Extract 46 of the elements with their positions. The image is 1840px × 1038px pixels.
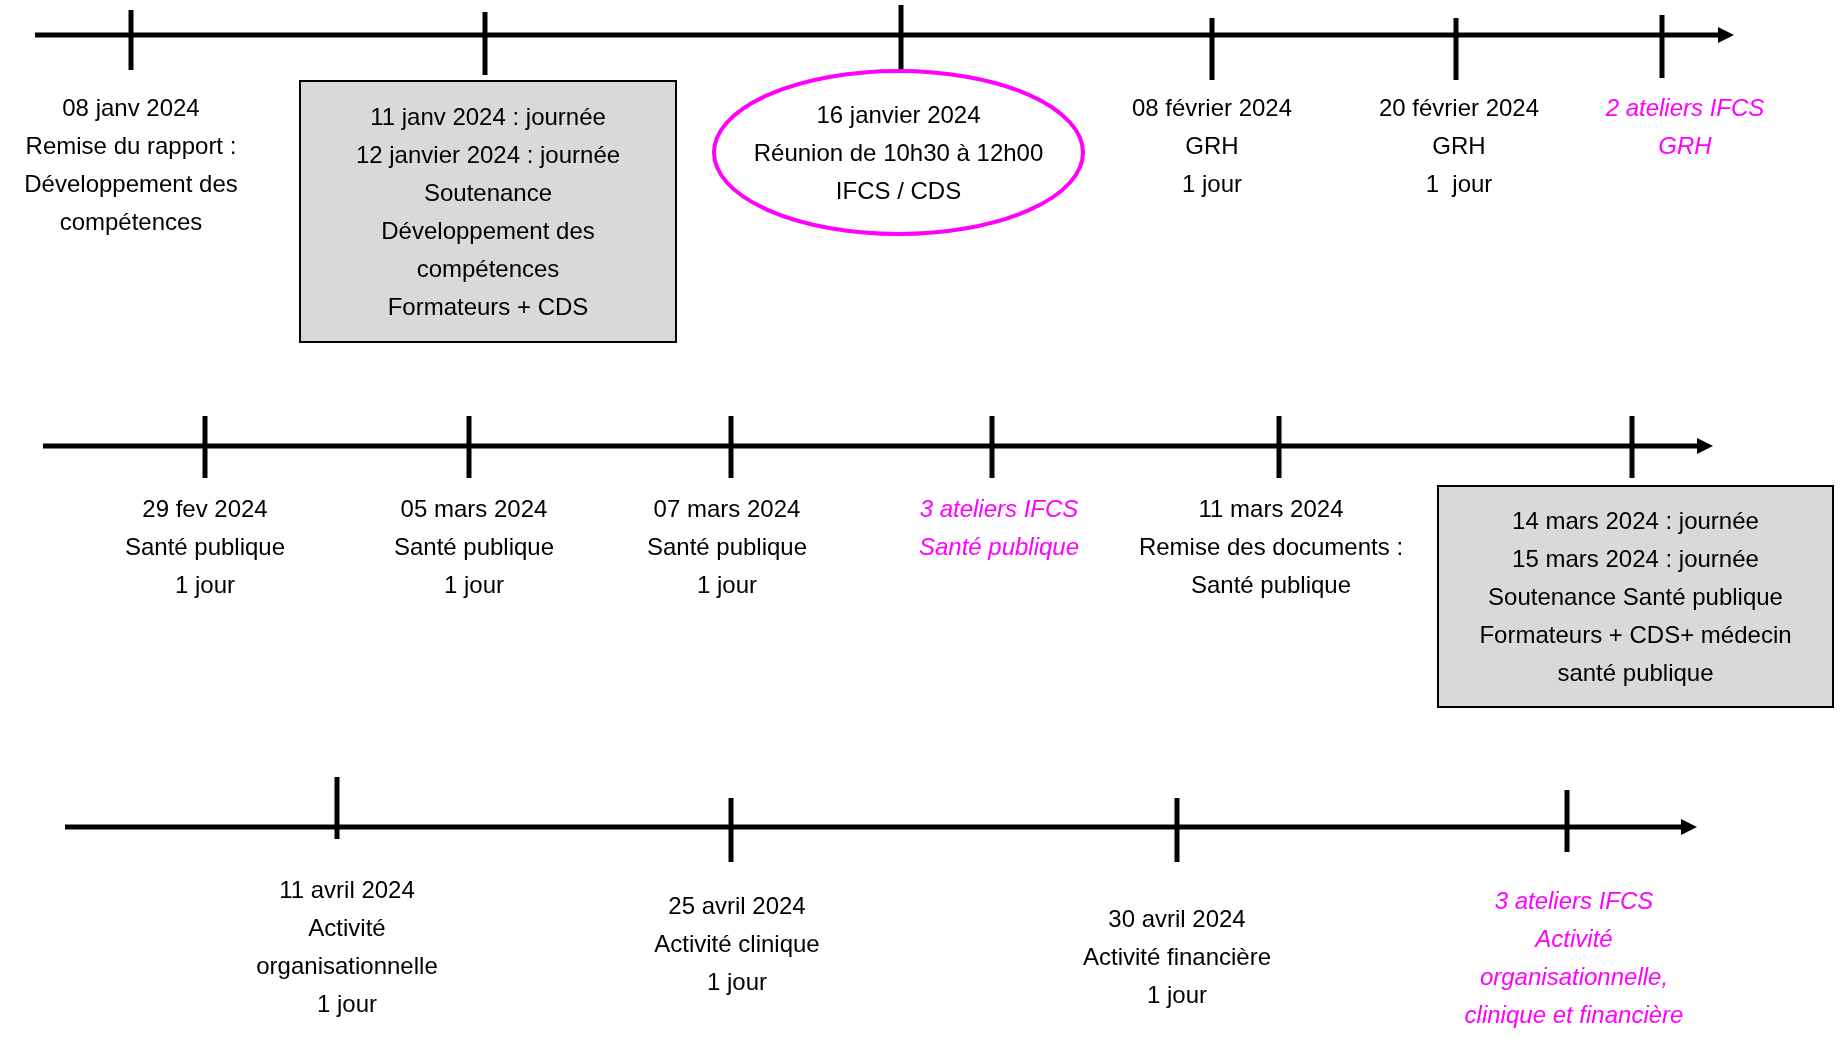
workshop-note: 3 ateliers IFCS Activité organisationnelle, clinique et financière — [1463, 886, 1685, 1030]
detail-text: Santé publique — [645, 532, 809, 562]
detail-text: Activité clinique — [653, 929, 821, 959]
event-text: 14 mars 2024 : journée — [1512, 505, 1759, 536]
date-label: 29 fev 2024 — [141, 494, 269, 524]
date-label: 30 avril 2024 — [1107, 904, 1247, 934]
detail-text: Santé publique — [392, 532, 556, 562]
detail-text: GRH — [1184, 131, 1240, 161]
detail-text: Santé publique — [123, 532, 287, 562]
workshop-note: 2 ateliers IFCS GRH — [1604, 93, 1766, 161]
date-label: 08 février 2024 — [1130, 93, 1294, 123]
event-text: Formateurs + CDS — [387, 291, 589, 322]
workshop-note: 3 ateliers IFCS Santé publique — [917, 494, 1081, 562]
event-text: Soutenance Santé publique — [1488, 581, 1783, 612]
detail-text: Activité financière — [1081, 942, 1273, 972]
event-box — [299, 80, 677, 343]
detail-text: Remise du rapport : Développement des compétences — [23, 131, 239, 237]
event-box — [1437, 485, 1834, 708]
date-label: 08 janv 2024 — [61, 93, 201, 123]
detail-text: 1 jour — [1424, 169, 1494, 199]
detail-text: Activité organisationnelle — [255, 913, 439, 981]
meeting-ellipse — [711, 68, 1086, 237]
date-label: 25 avril 2024 — [667, 891, 807, 921]
detail-text: Remise des documents : Santé publique — [1137, 532, 1405, 600]
detail-text: 1 jour — [705, 967, 768, 997]
date-label: 11 mars 2024 — [1197, 494, 1345, 524]
date-label: 20 février 2024 — [1377, 93, 1541, 123]
event-text: Développement des compétences — [380, 215, 596, 284]
event-text: Soutenance — [423, 177, 553, 208]
detail-text: 1 jour — [1145, 980, 1208, 1010]
detail-text: 1 jour — [173, 570, 236, 600]
detail-text: 1 jour — [442, 570, 505, 600]
event-text: 16 janvier 2024 — [816, 99, 981, 130]
event-text: IFCS / CDS — [835, 175, 962, 206]
date-label: 05 mars 2024 — [399, 494, 549, 524]
detail-text: 1 jour — [315, 989, 378, 1019]
detail-text: 1 jour — [1180, 169, 1243, 199]
event-text: Formateurs + CDS+ médecin santé publique — [1478, 619, 1793, 688]
event-text: 15 mars 2024 : journée — [1512, 543, 1759, 574]
detail-text: GRH — [1431, 131, 1487, 161]
event-text: 11 janv 2024 : journée — [370, 101, 606, 132]
event-text: Réunion de 10h30 à 12h00 — [753, 137, 1044, 168]
date-label: 11 avril 2024 — [278, 875, 416, 905]
date-label: 07 mars 2024 — [652, 494, 802, 524]
event-text: 12 janvier 2024 : journée — [355, 139, 621, 170]
detail-text: 1 jour — [695, 570, 758, 600]
